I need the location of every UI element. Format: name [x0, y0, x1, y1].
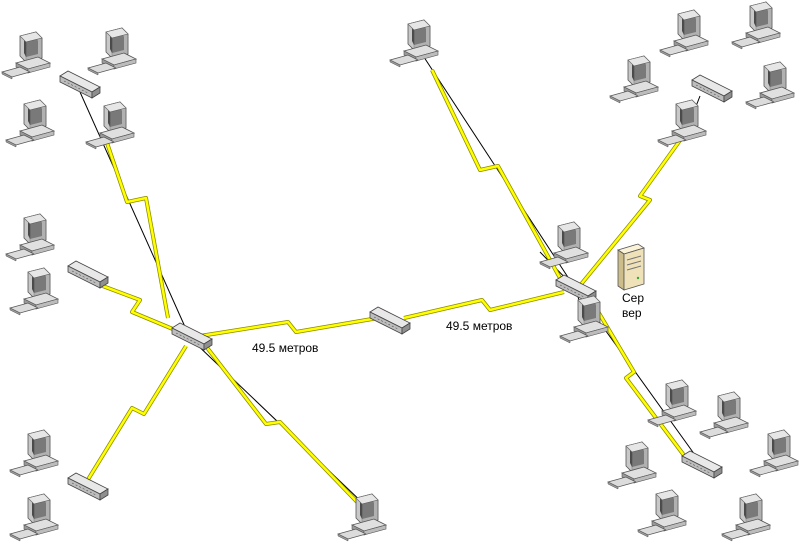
hub-icon [691, 74, 733, 103]
server-label-line-1: Сер [622, 291, 645, 305]
wireless-link [102, 133, 170, 319]
wireless-link [577, 131, 688, 289]
wireless-link [403, 290, 565, 320]
wireless-link [82, 345, 188, 487]
computer-icon [389, 19, 439, 68]
wireless-link-group [82, 69, 701, 507]
wireless-link [403, 290, 565, 320]
cable-group [79, 47, 701, 509]
computer-icon [85, 101, 135, 150]
computer-icon [607, 441, 657, 490]
computer-icon [609, 55, 659, 104]
computer-icon [1, 31, 51, 80]
computer-icon [87, 27, 137, 76]
computer-icon [5, 213, 55, 262]
computer-icon [637, 489, 687, 538]
computer-icon [745, 61, 795, 110]
distance-label-left: 49.5 метров [252, 341, 319, 355]
server-label-line-2: вер [622, 306, 642, 320]
computer-icon [659, 9, 709, 58]
hub-icon [171, 322, 213, 351]
computer-icon [721, 493, 771, 542]
computer-icon [647, 379, 697, 428]
cable-line [79, 91, 191, 339]
wireless-link [588, 297, 687, 459]
hub-icon [59, 70, 101, 99]
server-label: Сер вер [622, 291, 662, 321]
wireless-link [430, 69, 562, 279]
hub-icon [67, 260, 109, 289]
computer-icon [731, 1, 781, 50]
computer-icon [9, 267, 59, 316]
computer-icon [9, 429, 59, 478]
computer-icon [9, 493, 59, 542]
computer-icon [5, 99, 55, 148]
wireless-link [199, 316, 379, 338]
wireless-link [430, 69, 562, 279]
computer-icon [699, 391, 749, 440]
hub-icon [681, 450, 723, 479]
computer-icon [337, 493, 387, 542]
wireless-link [91, 280, 181, 334]
computer-icon [749, 429, 799, 478]
distance-label-right: 49.5 метров [446, 319, 513, 333]
computer-icon [657, 99, 707, 148]
hub-icon [369, 306, 411, 335]
wireless-link [82, 344, 188, 488]
wireless-link [204, 344, 361, 506]
wireless-link [199, 316, 379, 338]
server-icon [617, 243, 645, 291]
